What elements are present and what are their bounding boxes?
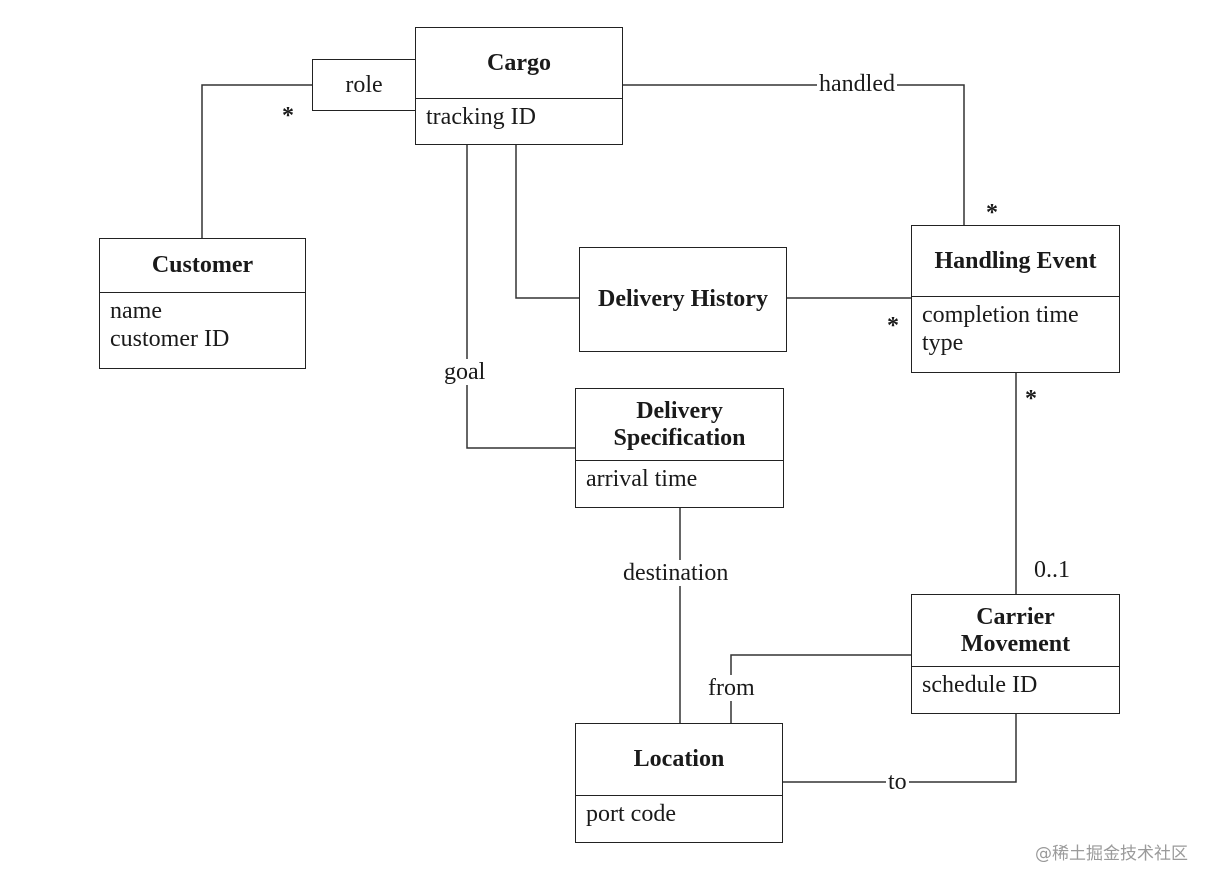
role-qualifier: role: [312, 59, 416, 111]
carrier-movement-attributes: schedule ID: [912, 667, 1119, 703]
cargo-attr-tracking-id: tracking ID: [426, 104, 536, 130]
carrier-from-line: [730, 654, 912, 724]
handling-event-class: Handling Event completion time type: [911, 225, 1120, 373]
carrier-movement-attr-schedule-id: schedule ID: [922, 672, 1038, 698]
handling-event-attr-type: type: [922, 330, 964, 356]
carrier-movement-name-line1: Carrier: [976, 603, 1055, 630]
location-attr-port-code: port code: [586, 801, 676, 827]
customer-cargo-line: [201, 84, 313, 238]
customer-class-name: Customer: [100, 239, 305, 293]
delivery-history-class: Delivery History: [579, 247, 787, 352]
cargo-history-line: [515, 144, 580, 299]
from-label: from: [706, 675, 757, 701]
delivery-specification-attributes: arrival time: [576, 461, 783, 497]
handling-event-attributes: completion time type: [912, 297, 1119, 361]
location-class-name: Location: [576, 724, 782, 796]
delivery-specification-name-line1: Delivery: [636, 397, 723, 424]
carrier-to-line: [782, 713, 1017, 783]
role-qualifier-label: role: [345, 71, 383, 98]
delivery-specification-class-name: Delivery Specification: [576, 389, 783, 461]
goal-label: goal: [442, 359, 488, 385]
delivery-specification-class: Delivery Specification arrival time: [575, 388, 784, 508]
delivery-specification-name-line2: Specification: [613, 424, 746, 451]
watermark: @稀土掘金技术社区: [1035, 844, 1188, 864]
customer-attributes: name customer ID: [100, 293, 305, 357]
cargo-attributes: tracking ID: [416, 99, 622, 135]
cargo-handling-line: [622, 84, 965, 226]
multiplicity-customer-role: *: [282, 103, 294, 129]
cargo-goal-line: [466, 144, 576, 449]
handled-label: handled: [817, 71, 897, 97]
multiplicity-carrier-handling: 0..1: [1032, 557, 1072, 583]
multiplicity-handling-carrier: *: [1025, 386, 1037, 412]
handling-event-attr-completion-time: completion time: [922, 302, 1079, 328]
cargo-class: Cargo tracking ID: [415, 27, 623, 145]
customer-class: Customer name customer ID: [99, 238, 306, 369]
location-attributes: port code: [576, 796, 782, 832]
location-class: Location port code: [575, 723, 783, 843]
customer-attr-customer-id: customer ID: [110, 326, 230, 352]
carrier-movement-class-name: Carrier Movement: [912, 595, 1119, 667]
carrier-movement-class: Carrier Movement schedule ID: [911, 594, 1120, 714]
multiplicity-history-handling: *: [887, 313, 899, 339]
to-label: to: [886, 769, 909, 795]
destination-label: destination: [621, 560, 731, 586]
customer-attr-name: name: [110, 298, 162, 324]
multiplicity-cargo-handling: *: [986, 200, 998, 226]
handling-event-class-name: Handling Event: [912, 226, 1119, 297]
carrier-movement-name-line2: Movement: [960, 630, 1071, 657]
cargo-class-name: Cargo: [416, 28, 622, 99]
delivery-history-class-name: Delivery History: [598, 286, 768, 312]
delivery-specification-attr-arrival-time: arrival time: [586, 466, 698, 492]
